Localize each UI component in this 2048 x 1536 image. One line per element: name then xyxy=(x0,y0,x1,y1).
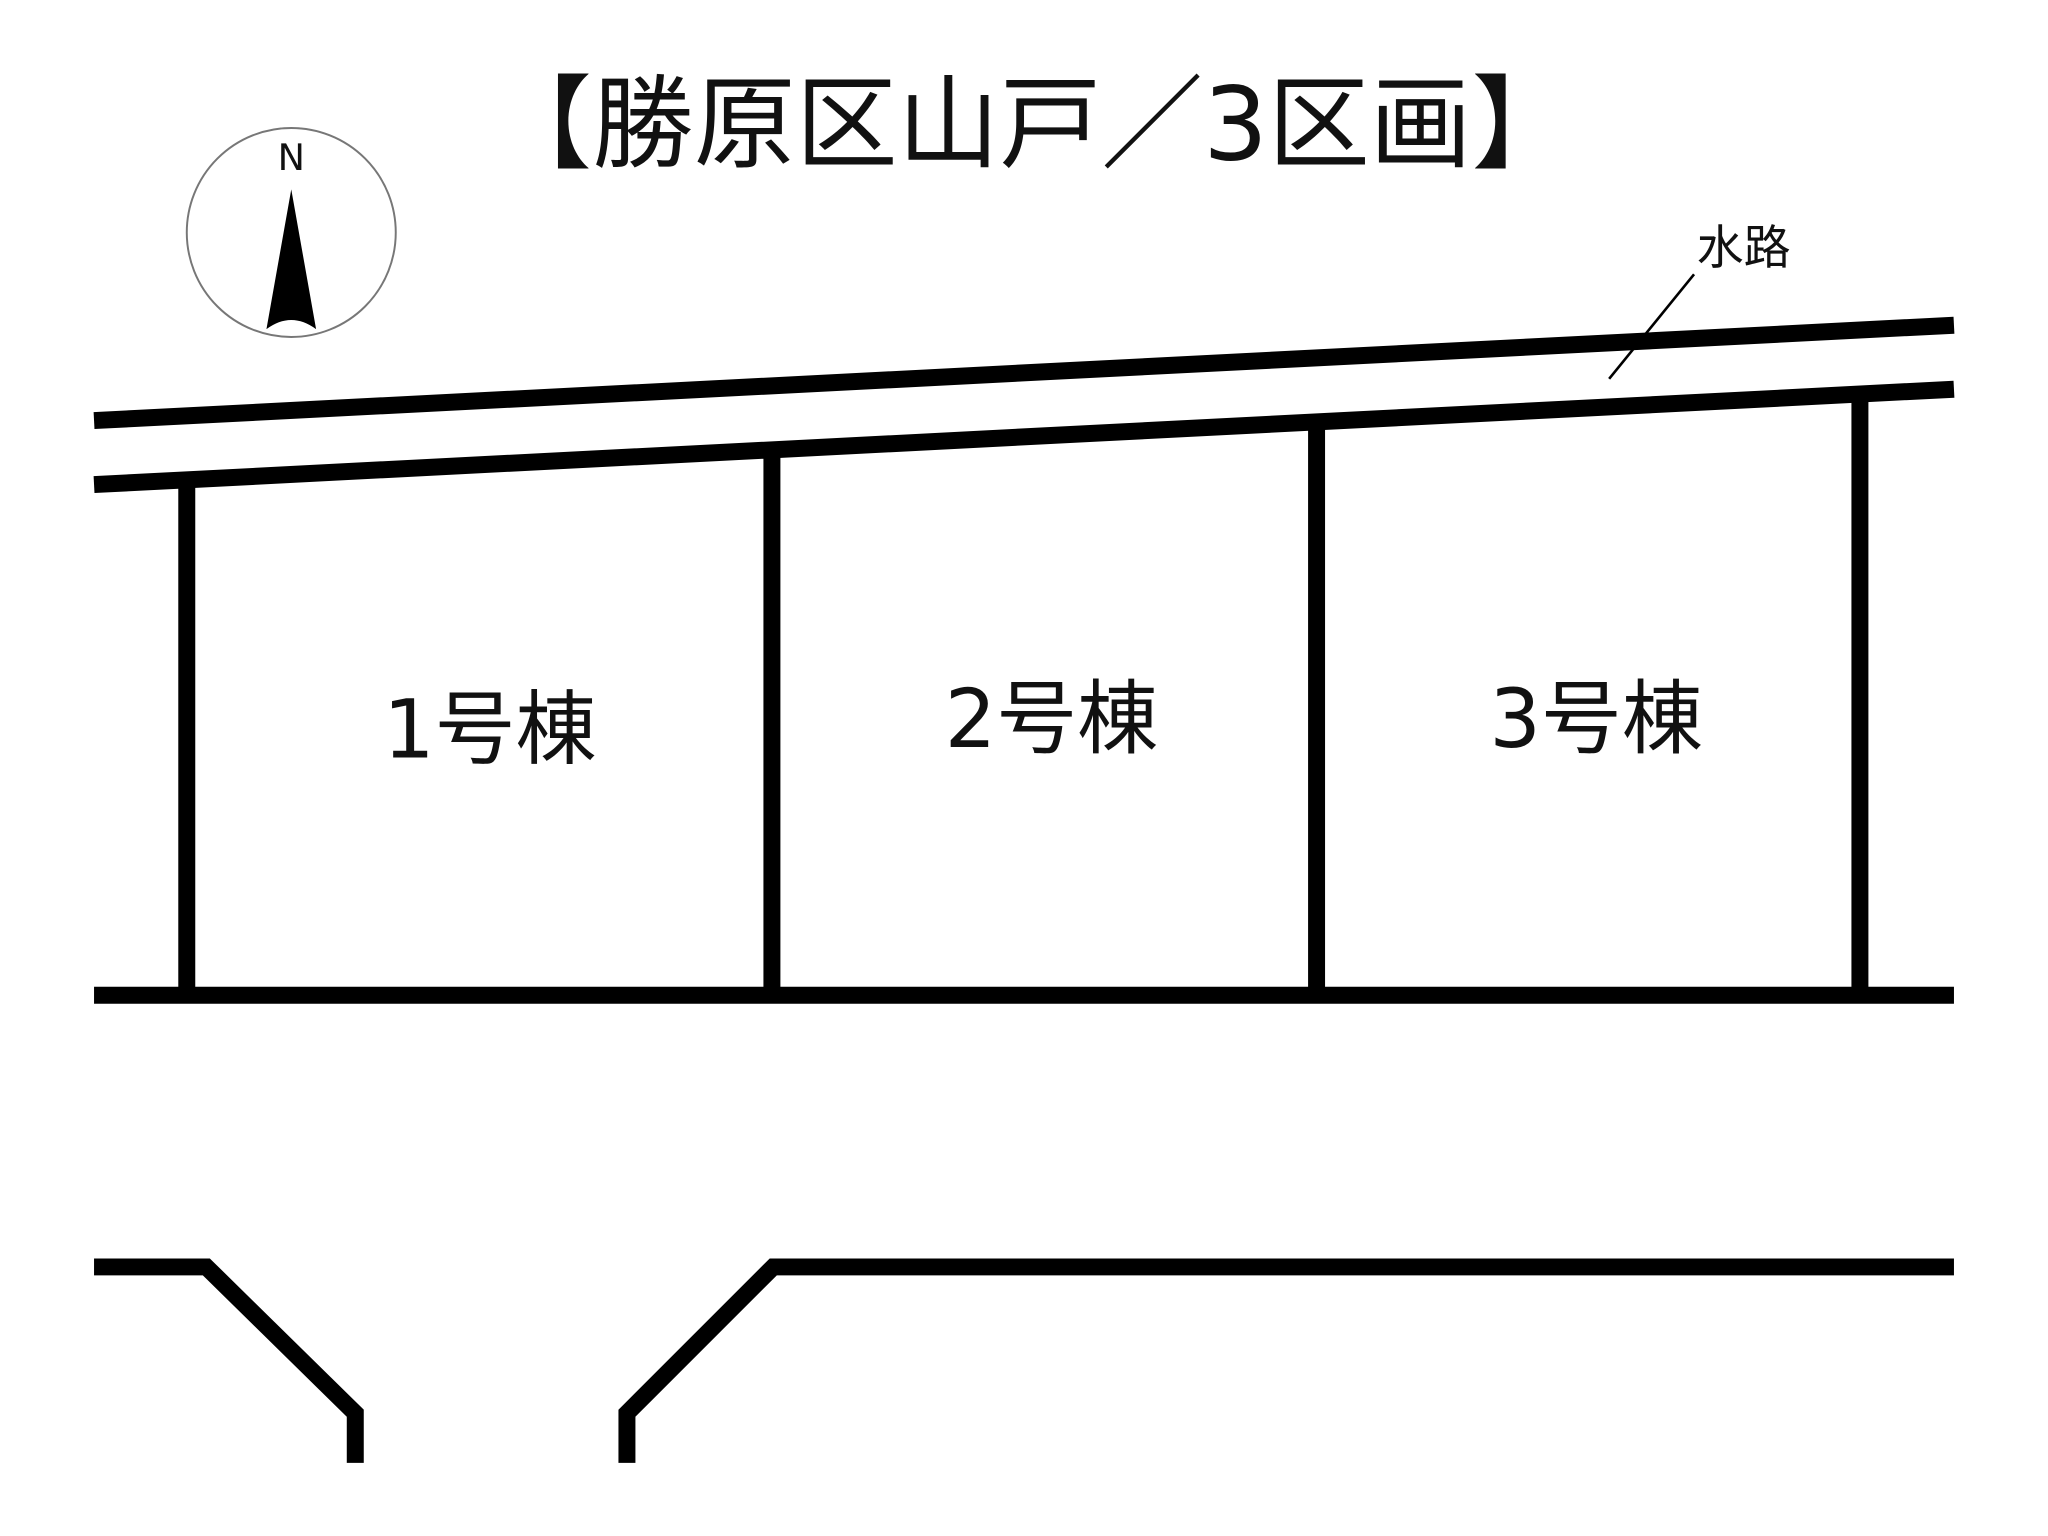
waterway-leader-line xyxy=(1608,273,1696,380)
lot-2-label: 2号棟 xyxy=(945,673,1158,767)
waterway-label: 水路 xyxy=(1697,221,1791,276)
lot-3-label: 3号棟 xyxy=(1489,673,1702,767)
north-compass-icon: N xyxy=(185,127,397,338)
waterway-bottom-line xyxy=(93,380,1955,494)
road-left-edge xyxy=(94,1258,364,1463)
lot-1-label: 1号棟 xyxy=(383,684,596,778)
waterway-top-line xyxy=(93,316,1955,430)
page-title: 【勝原区山戸／3区画】 xyxy=(490,65,1573,184)
road-right-edge xyxy=(618,1258,1954,1463)
boundary-lines xyxy=(93,316,1955,1463)
compass-north-label: N xyxy=(278,136,305,179)
